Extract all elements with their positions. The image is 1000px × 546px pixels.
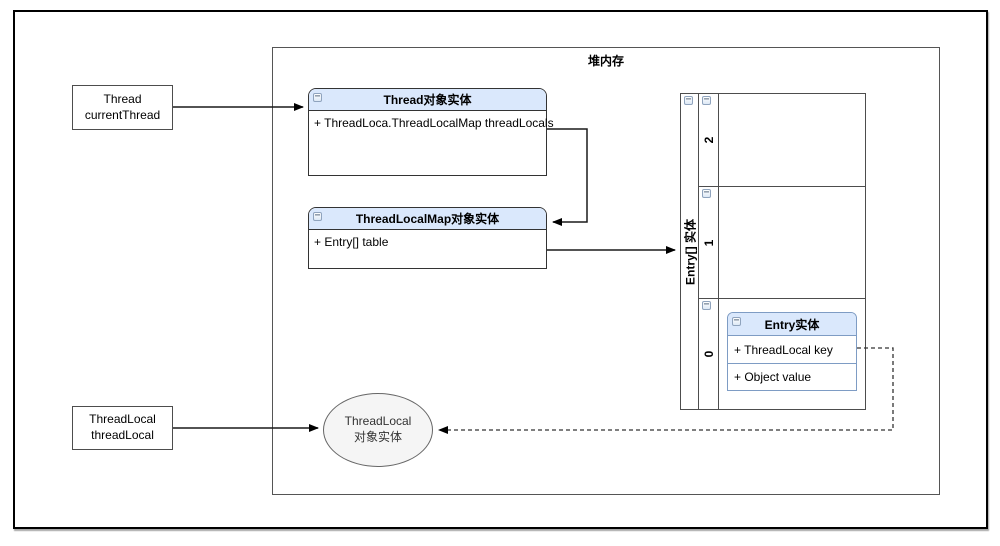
node-current-thread-line2: currentThread — [84, 107, 161, 122]
node-thread-local-var: ThreadLocal threadLocal — [72, 406, 173, 450]
collapse-icon[interactable]: − — [732, 315, 741, 326]
entry-entity-header: − Entry实体 — [728, 313, 856, 336]
thread-entity-header: − Thread对象实体 — [309, 89, 546, 111]
node-thread-local-var-line1: ThreadLocal — [89, 412, 156, 427]
array-row-1-index-cell: − 1 — [699, 187, 719, 298]
map-entity-attribute: + Entry[] table — [314, 235, 389, 249]
node-thread-local-object: ThreadLocal 对象实体 — [323, 393, 433, 467]
array-row-0-index-cell: − 0 — [699, 299, 719, 409]
thread-entity-body: + ThreadLoca.ThreadLocalMap threadLocals — [309, 111, 554, 130]
collapse-icon[interactable]: − — [702, 187, 711, 198]
node-entry-entity: − Entry实体 + ThreadLocal key + Object val… — [727, 312, 857, 391]
array-row-2-index-cell: − 2 — [699, 94, 719, 186]
thread-entity-attribute: + ThreadLoca.ThreadLocalMap threadLocals — [314, 116, 554, 130]
map-entity-title: ThreadLocalMap对象实体 — [355, 212, 500, 226]
array-index-0: 0 — [701, 350, 716, 358]
array-index-1: 1 — [701, 239, 716, 246]
node-thread-entity: − Thread对象实体 + ThreadLoca.ThreadLocalMap… — [308, 88, 554, 176]
node-current-thread: Thread currentThread — [72, 85, 173, 130]
collapse-icon[interactable]: − — [702, 299, 711, 310]
thread-local-object-line1: ThreadLocal — [344, 414, 412, 429]
node-current-thread-line1: Thread — [103, 91, 142, 106]
heap-title: 堆内存 — [587, 54, 624, 68]
collapse-icon[interactable]: − — [313, 91, 322, 102]
collapse-icon[interactable]: − — [702, 94, 711, 105]
node-thread-local-var-line2: threadLocal — [91, 428, 154, 442]
entry-entity-title: Entry实体 — [764, 317, 820, 332]
collapse-icon[interactable]: − — [313, 210, 322, 221]
thread-entity-title: Thread对象实体 — [383, 93, 472, 107]
entry-array-label-column: − Entry[] 实体 — [681, 94, 699, 409]
array-row-2: − 2 — [699, 94, 865, 187]
outer-frame — [13, 10, 988, 529]
map-entity-header: − ThreadLocalMap对象实体 — [309, 208, 546, 230]
entry-entity-key-attribute: + ThreadLocal key — [728, 336, 856, 364]
thread-local-object-line2: 对象实体 — [353, 430, 402, 444]
entry-entity-value-attribute: + Object value — [734, 370, 812, 384]
entry-array-title: Entry[] 实体 — [683, 218, 697, 285]
node-map-entity: − ThreadLocalMap对象实体 + Entry[] table — [308, 207, 547, 269]
map-entity-body: + Entry[] table — [309, 230, 546, 249]
collapse-icon[interactable]: − — [684, 94, 693, 105]
array-row-1: − 1 — [699, 187, 865, 299]
array-index-2: 2 — [701, 136, 716, 144]
